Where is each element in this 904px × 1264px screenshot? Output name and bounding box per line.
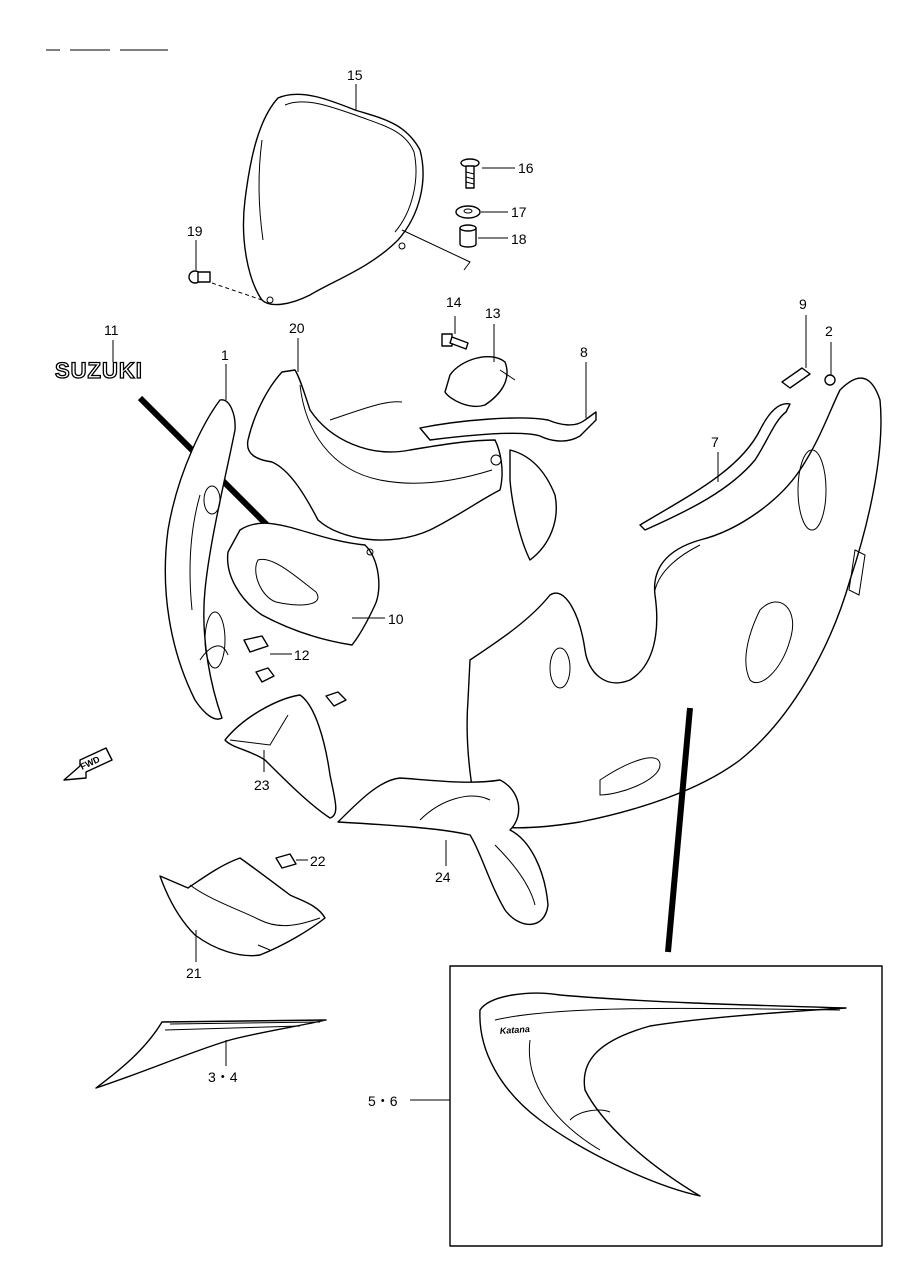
windscreen-part-15[interactable] — [242, 93, 424, 306]
callout-11: 11 — [104, 322, 119, 338]
clip-part-22[interactable] — [275, 853, 297, 869]
stripe-decal-part-3-4[interactable] — [95, 1019, 327, 1089]
lower-cover-part-23[interactable] — [224, 694, 337, 819]
grommet-part-18[interactable] — [459, 224, 477, 248]
callout-24: 24 — [435, 869, 451, 885]
callout-23: 23 — [254, 777, 270, 793]
clip-part-9[interactable] — [781, 367, 811, 389]
left-cowl-part-1[interactable] — [164, 399, 236, 720]
washer-part-17[interactable] — [455, 205, 481, 219]
callout-15: 15 — [347, 67, 363, 83]
screw-part-16[interactable] — [460, 158, 480, 189]
suzuki-emblem-part-11[interactable]: SUZUKI — [54, 357, 143, 383]
callout-13: 13 — [485, 305, 501, 321]
callout-16: 16 — [518, 160, 534, 176]
fwd-direction-arrow: FWD — [63, 747, 113, 781]
stay-part-8[interactable] — [419, 411, 597, 466]
trim-strip-part-7[interactable] — [639, 403, 791, 531]
callout-17: 17 — [511, 204, 527, 220]
callout-18: 18 — [511, 231, 527, 247]
callout-8: 8 — [580, 344, 588, 360]
clip-part-12[interactable] — [243, 635, 275, 683]
bolt-part-14[interactable] — [441, 333, 469, 350]
lower-panel-part-24[interactable] — [337, 777, 549, 926]
callout-2: 2 — [825, 323, 833, 339]
decal-pointer-line — [665, 707, 693, 953]
decal-script-text: Katana — [499, 1024, 530, 1036]
bracket-part-13[interactable] — [444, 356, 516, 407]
bottom-cover-part-21[interactable] — [159, 857, 326, 957]
emblem-text: SUZUKI — [55, 358, 143, 383]
callout-5-6: 5・6 — [368, 1093, 398, 1109]
rivet-part-19[interactable] — [188, 270, 211, 284]
inner-panel-part-20[interactable] — [246, 369, 503, 541]
callout-21: 21 — [186, 965, 202, 981]
main-cowl-body[interactable] — [466, 377, 882, 829]
callout-22: 22 — [310, 853, 326, 869]
duct-panel — [509, 449, 557, 561]
callout-12: 12 — [294, 647, 310, 663]
callout-7: 7 — [711, 434, 719, 450]
callout-19: 19 — [187, 223, 203, 239]
callout-3-4: 3・4 — [208, 1069, 238, 1085]
decal-box-part-5-6[interactable]: Katana — [449, 965, 883, 1247]
callout-20: 20 — [289, 320, 305, 336]
inner-cover-part-10[interactable] — [226, 522, 380, 646]
callout-9: 9 — [799, 296, 807, 312]
decal-frame — [449, 965, 883, 1247]
clip-part-12b[interactable] — [325, 691, 347, 707]
mount-part-2[interactable] — [824, 374, 836, 386]
callout-1: 1 — [221, 347, 229, 363]
callout-10: 10 — [388, 611, 404, 627]
callout-14: 14 — [446, 294, 462, 310]
